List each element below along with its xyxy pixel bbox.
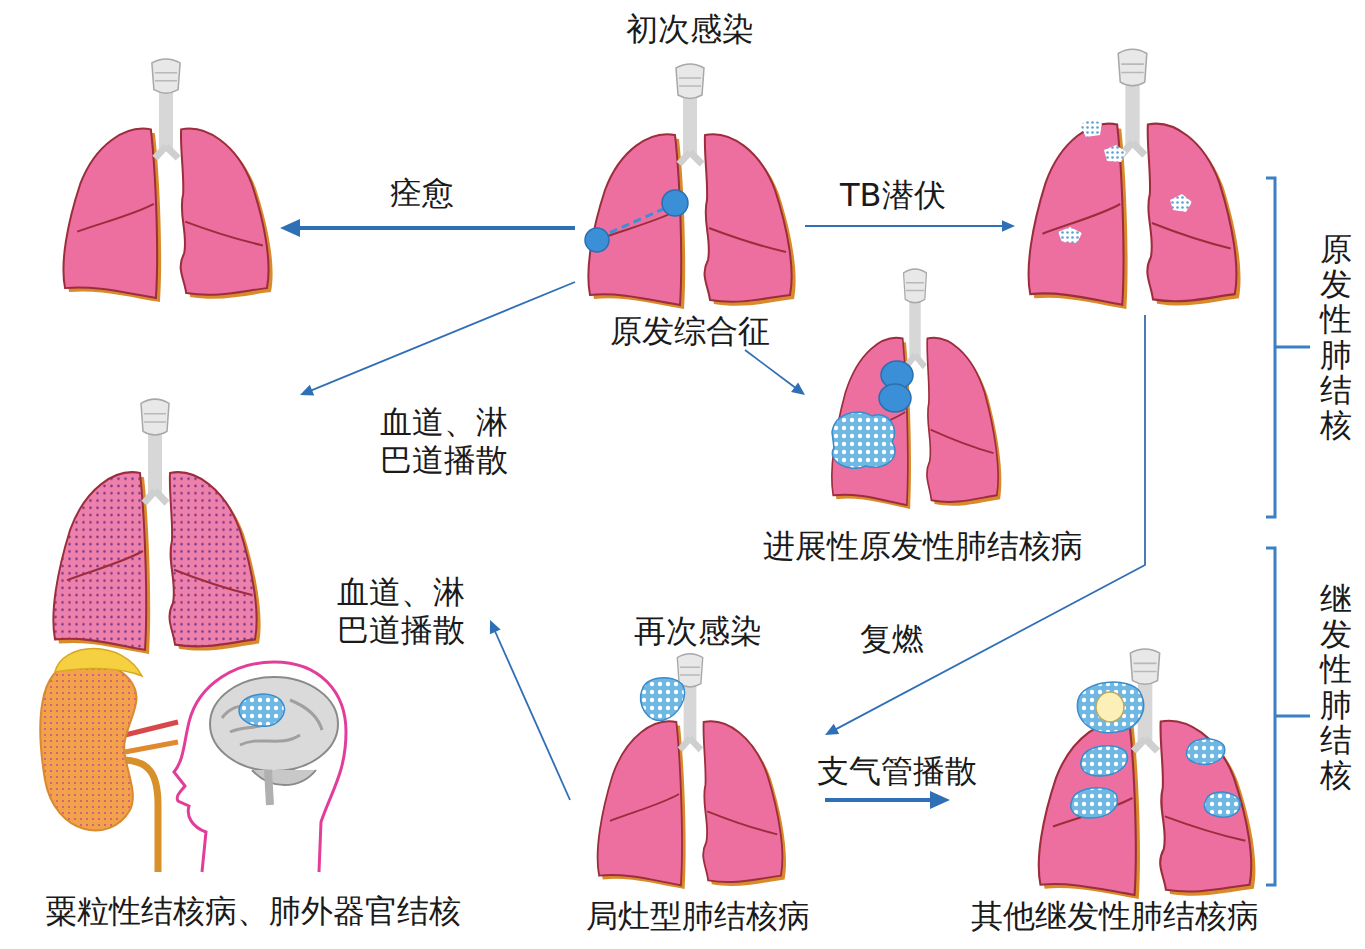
lung-figure [53,399,260,654]
edge-label: TB潜伏 [838,176,948,214]
lung-figure-node [55,55,280,300]
lung-figure-node [1015,45,1250,315]
arrow-head [280,219,300,237]
brain [210,677,338,771]
lung-figure [598,654,786,889]
latent-focus [1080,119,1102,137]
figure-caption: 再次感染 [634,612,762,650]
connector [745,350,797,389]
edge-label: 痊愈 [388,174,456,212]
latent-focus [1058,227,1082,243]
bracket-label: 原发性肺结核 [1320,232,1352,443]
cavity [1096,692,1124,722]
lesion [1071,788,1118,818]
brain-stem [268,770,270,805]
figure-caption: 其他继发性肺结核病 [971,897,1259,935]
ghon-focus [585,228,609,252]
bracket [1266,548,1310,885]
latent-focus [1104,145,1126,162]
lesion [640,678,684,721]
edge-label: 支气管播散 [815,752,979,790]
connector [834,315,1145,730]
connector [494,630,570,800]
latent-focus [1170,194,1192,212]
cavity-lesion [1077,682,1143,732]
dashed-link [598,205,672,238]
arrow-head [930,791,950,809]
bracket [1266,178,1310,517]
edge-label: 血道、淋巴道播散 [378,403,516,479]
lung-figure-node: 初次感染原发综合征 [575,10,805,350]
figure-caption: 进展性原发性肺结核病 [763,527,1083,565]
arrow-head [300,385,314,396]
bracket-label: 继发性肺结核 [1320,582,1352,793]
connector [805,225,1005,227]
arrow-head [1002,220,1015,232]
cerebellum [252,770,316,785]
arrow-head [490,620,501,634]
renal-vessel [125,742,178,752]
lesion [1187,739,1225,765]
figure-caption: 粟粒性结核病、肺外器官结核 [45,892,461,930]
lesion [1081,746,1128,776]
figure-caption: 初次感染 [626,10,754,48]
adrenal-gland [55,649,142,677]
edge-label: 血道、淋巴道播散 [335,573,473,649]
lung-figure [588,64,795,309]
lymph-node [662,190,688,216]
lung-figure [63,59,272,302]
arrow-head [791,383,805,395]
lung-figure [832,269,1002,509]
figure-caption: 原发综合征 [610,312,770,350]
lymph-node [879,384,911,412]
edge-label: 复燃 [858,620,926,658]
arrow-head [825,724,839,735]
connector [296,226,575,230]
lung-figure-node: 其他继发性肺结核病 [950,700,1280,935]
connector [825,798,934,802]
lung-figure [1029,49,1241,309]
connector [310,282,575,391]
lung-figure-node: 再次感染局灶型肺结核病 [570,612,825,935]
lesion [239,694,284,726]
renal-vessel [125,722,178,735]
head-outline [174,662,346,872]
lesion [1204,792,1240,817]
lung-figure-node: 进展性原发性肺结核病 [745,395,1100,565]
figure-caption: 局灶型肺结核病 [586,897,810,935]
lung-figure [1039,649,1256,899]
lesion [832,412,895,468]
kidney [40,663,136,831]
